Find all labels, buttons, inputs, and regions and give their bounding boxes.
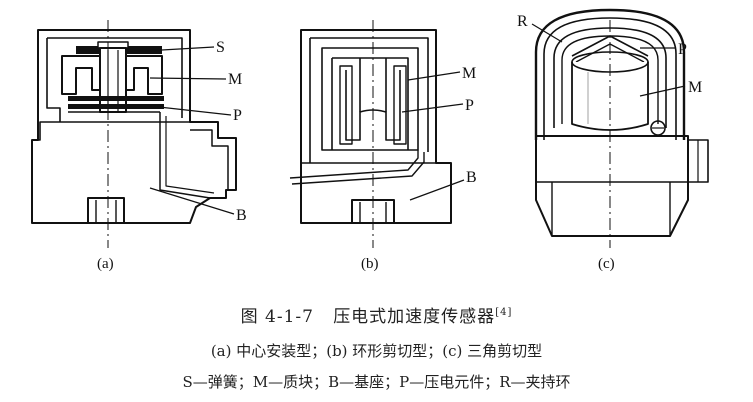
panel-label-c: (c)	[598, 256, 615, 272]
panel-label-a: (a)	[97, 256, 114, 272]
panel-label-b: (b)	[361, 256, 379, 272]
figure-number: 图 4-1-7	[240, 307, 314, 327]
callout-s-a: S	[216, 39, 225, 56]
callout-b-b: B	[466, 169, 477, 186]
callout-p-a: P	[233, 107, 242, 124]
figure-caption-subtitle: (a) 中心安装型；(b) 环形剪切型；(c) 三角剪切型	[210, 342, 543, 360]
callout-b-a: B	[236, 207, 247, 224]
figure-reference: [4]	[495, 307, 513, 318]
panel-c-drawing	[531, 8, 709, 248]
callout-r-c: R	[517, 13, 528, 30]
callout-p-c: P	[678, 41, 687, 58]
figure-title: 压电式加速度传感器	[333, 307, 496, 327]
callout-m-b: M	[462, 65, 476, 82]
callout-m-a: M	[228, 71, 242, 88]
panel-b-drawing	[289, 20, 465, 248]
callout-p-b: P	[465, 97, 474, 114]
figure-caption-title: 图 4-1-7 压电式加速度传感器[4]	[0, 302, 753, 327]
figure-caption-legend: S—弹簧；M—质块；B—基座；P—压电元件；R—夹持环	[182, 373, 571, 391]
panel-a-drawing	[31, 20, 237, 248]
callout-m-c: M	[688, 79, 702, 96]
